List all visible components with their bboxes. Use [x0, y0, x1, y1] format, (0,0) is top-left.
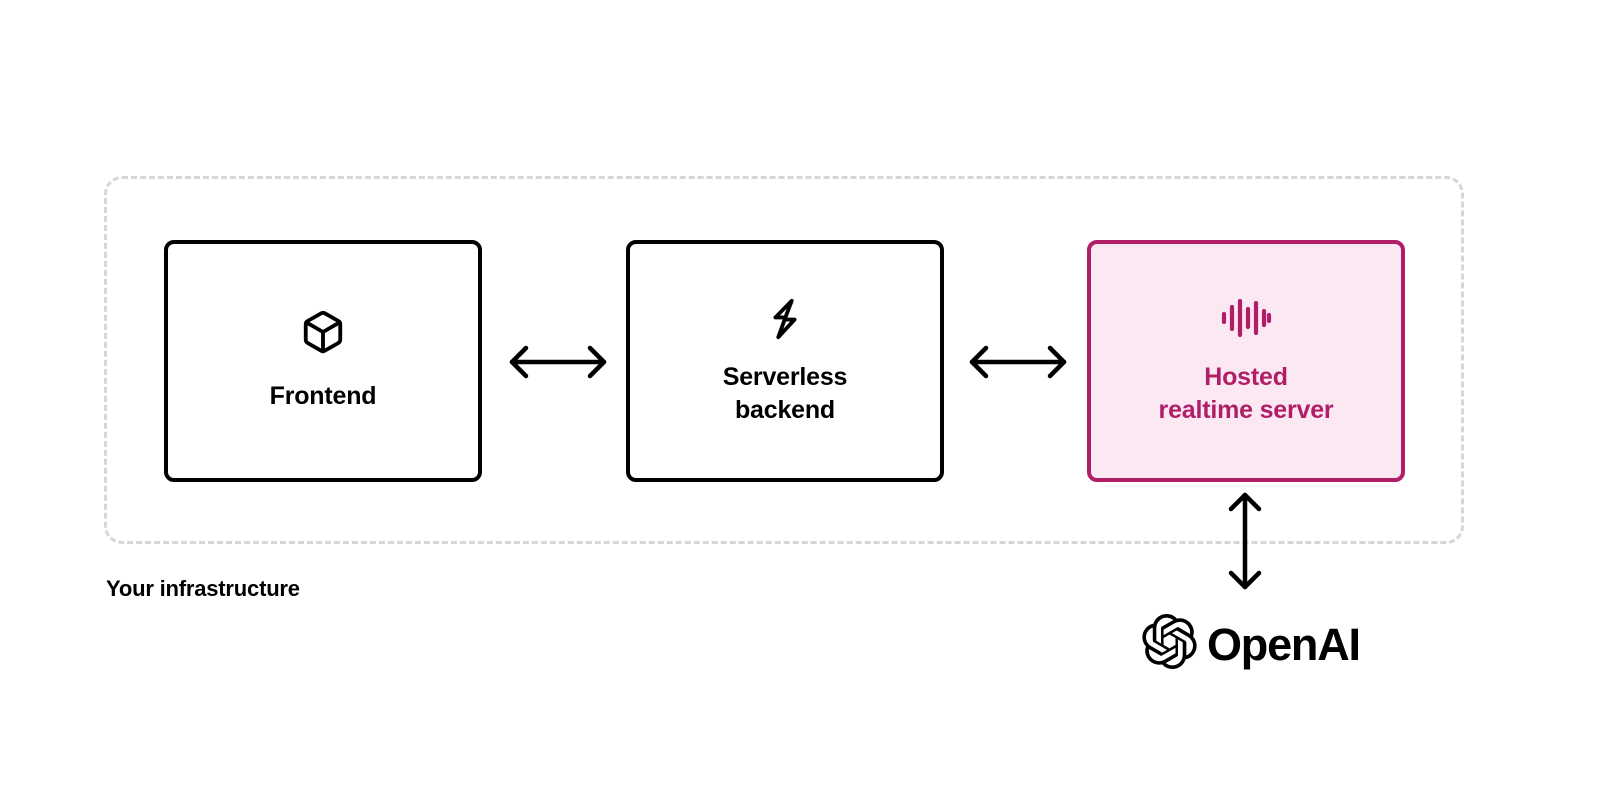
openai-wordmark: OpenAI: [1207, 618, 1361, 670]
node-serverless-backend-label: Serverless backend: [722, 363, 848, 424]
node-frontend-label: Frontend: [269, 382, 377, 411]
connector-frontend-to-backend: [504, 338, 612, 386]
node-serverless-backend[interactable]: Serverless backend: [626, 240, 944, 482]
connector-backend-to-realtime: [964, 338, 1072, 386]
openai-blossom-logo: [1142, 614, 1197, 674]
node-hosted-realtime-server-label: Hosted realtime server: [1158, 363, 1334, 424]
connector-realtime-to-openai: [1219, 487, 1271, 595]
your-infrastructure-container: [104, 176, 1464, 544]
node-frontend[interactable]: Frontend: [164, 240, 482, 482]
audio-waveform-icon: [1220, 296, 1272, 345]
your-infrastructure-label: Your infrastructure: [106, 576, 300, 601]
cube-icon: [300, 309, 346, 360]
openai-lockup: OpenAI: [1142, 614, 1361, 674]
lightning-bolt-icon: [762, 296, 808, 347]
node-hosted-realtime-server[interactable]: Hosted realtime server: [1087, 240, 1405, 482]
